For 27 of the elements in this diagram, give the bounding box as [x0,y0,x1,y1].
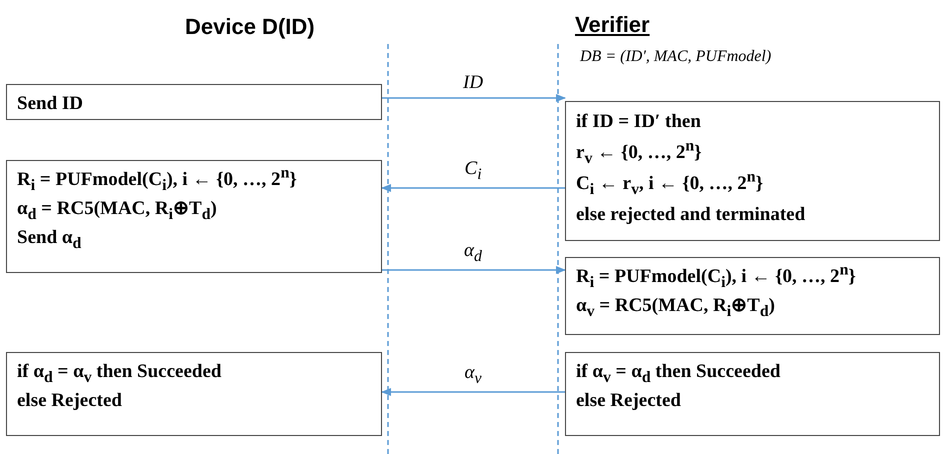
formula-text: R$_{i}$ = PUFmodel(C$_{i}$), i ← {0, …, 2$^{n}$} [576,262,857,291]
process-box [6,160,382,273]
formula-text: α$_{d}$ = RC5(MAC, R$_{i}$⊕T$_{d}$) [17,197,218,223]
arrow [382,94,566,102]
database-note: DB = (ID′, MAC, PUFmodel) [580,48,772,66]
formula-text: Send ID [17,92,84,116]
process-box [565,257,940,335]
formula-text: else Rejected [576,389,682,413]
formula-text: r$_{v}$ ← {0, …, 2$^{n}$} [576,137,703,168]
formula-text: α$_{v}$ = RC5(MAC, R$_{i}$⊕T$_{d}$) [576,294,776,320]
process-box [565,101,940,241]
lifeline-heading: Verifier [575,12,650,38]
formula-text: R$_{i}$ = PUFmodel(C$_{i}$), i ← {0, …, 2$^{n}$} [17,165,298,194]
formula-text: if α$_{v}$ = α$_{d}$ then Succeeded [576,360,782,386]
arrow [381,388,565,396]
lifeline-heading: Device D(ID) [185,14,315,40]
process-box [565,352,940,436]
formula-text: C$_{i}$ ← r$_{v}$, i ← {0, …, 2$^{n}$} [576,168,764,199]
arrow [381,184,565,192]
arrow [382,266,566,274]
formula-text: else rejected and terminated [576,203,806,227]
process-box [6,84,382,120]
formula-text: Send α$_{d}$ [17,226,82,252]
formula-text: if ID = ID′ then [576,110,702,134]
formula-text: else Rejected [17,389,123,413]
process-box [6,352,382,436]
formula-text: if α$_{d}$ = α$_{v}$ then Succeeded [17,360,222,386]
